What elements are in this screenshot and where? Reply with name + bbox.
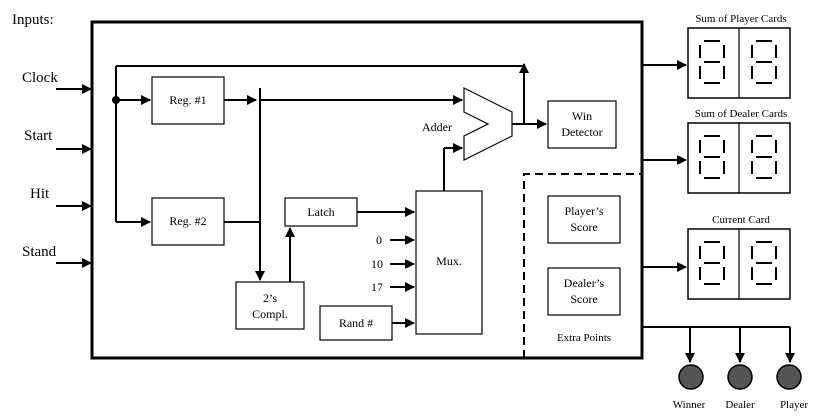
svg-text:Latch: Latch — [307, 205, 334, 219]
reg-output-wires — [224, 88, 463, 281]
svg-text:Win: Win — [572, 109, 592, 123]
svg-text:17: 17 — [371, 280, 383, 294]
input-hit: Hit — [30, 186, 92, 211]
input-start: Start — [24, 128, 92, 154]
win-detector-block: Win Detector — [547, 100, 617, 149]
display-label: Sum of Player Cards — [695, 13, 786, 25]
clock-bus — [115, 63, 529, 227]
mux-constants: 0 10 17 — [371, 233, 415, 294]
digit — [699, 135, 725, 179]
mux-to-adder-wire — [443, 143, 463, 191]
input-clock: Clock — [22, 70, 92, 94]
mux-block: Mux. — [415, 190, 483, 335]
extra-points-region: Extra Points — [523, 173, 642, 358]
twos-complement-block: 2’s Compl. — [235, 281, 305, 330]
svg-text:Rand #: Rand # — [339, 316, 373, 330]
junction-dot — [112, 96, 120, 104]
led-winner: Winner — [673, 364, 706, 411]
led-output-wires — [643, 326, 795, 363]
svg-text:Score: Score — [570, 220, 597, 234]
reg1-block: Reg. #1 — [151, 76, 225, 125]
reg2-block: Reg. #2 — [151, 197, 225, 246]
main-chip-box — [90, 20, 644, 360]
digit — [751, 135, 777, 179]
svg-text:Score: Score — [570, 292, 597, 306]
svg-text:2’s: 2’s — [263, 291, 277, 305]
digit — [751, 40, 777, 84]
rand-block: Rand # — [319, 305, 393, 341]
svg-text:0: 0 — [376, 233, 382, 247]
svg-text:Dealer: Dealer — [725, 399, 755, 411]
svg-text:Start: Start — [24, 128, 53, 144]
player-score-block: Player’s Score — [547, 195, 621, 244]
svg-text:Mux.: Mux. — [436, 254, 462, 268]
svg-text:Dealer’s: Dealer’s — [564, 276, 605, 290]
svg-text:Clock: Clock — [22, 70, 58, 86]
display-output-wires — [643, 60, 687, 272]
svg-text:Adder: Adder — [422, 120, 452, 134]
svg-text:Winner: Winner — [673, 399, 706, 411]
svg-text:Detector: Detector — [561, 125, 602, 139]
svg-text:Reg. #2: Reg. #2 — [169, 214, 206, 228]
svg-text:Hit: Hit — [30, 186, 50, 202]
digit — [699, 40, 725, 84]
input-stand: Stand — [22, 244, 92, 268]
led-player: Player — [776, 364, 808, 411]
seven-segment-display: Sum of Player Cards — [687, 13, 791, 99]
seven-segment-display: Current Card — [687, 214, 791, 300]
svg-text:Extra Points: Extra Points — [557, 332, 611, 344]
svg-text:Compl.: Compl. — [252, 307, 288, 321]
display-label: Sum of Dealer Cards — [695, 108, 788, 120]
svg-text:Player: Player — [780, 399, 808, 411]
svg-text:Player’s: Player’s — [564, 204, 603, 218]
inputs-title: Inputs: — [12, 12, 54, 28]
digit — [699, 241, 725, 285]
seven-segment-display: Sum of Dealer Cards — [687, 108, 791, 194]
svg-text:10: 10 — [371, 257, 383, 271]
digit — [751, 241, 777, 285]
svg-text:Reg. #1: Reg. #1 — [169, 93, 206, 107]
svg-text:Stand: Stand — [22, 244, 57, 260]
dealer-score-block: Dealer’s Score — [547, 267, 621, 316]
display-label: Current Card — [712, 214, 770, 226]
led-dealer: Dealer — [725, 364, 755, 411]
latch-block: Latch — [284, 197, 358, 227]
adder-block: Adder — [422, 87, 513, 161]
